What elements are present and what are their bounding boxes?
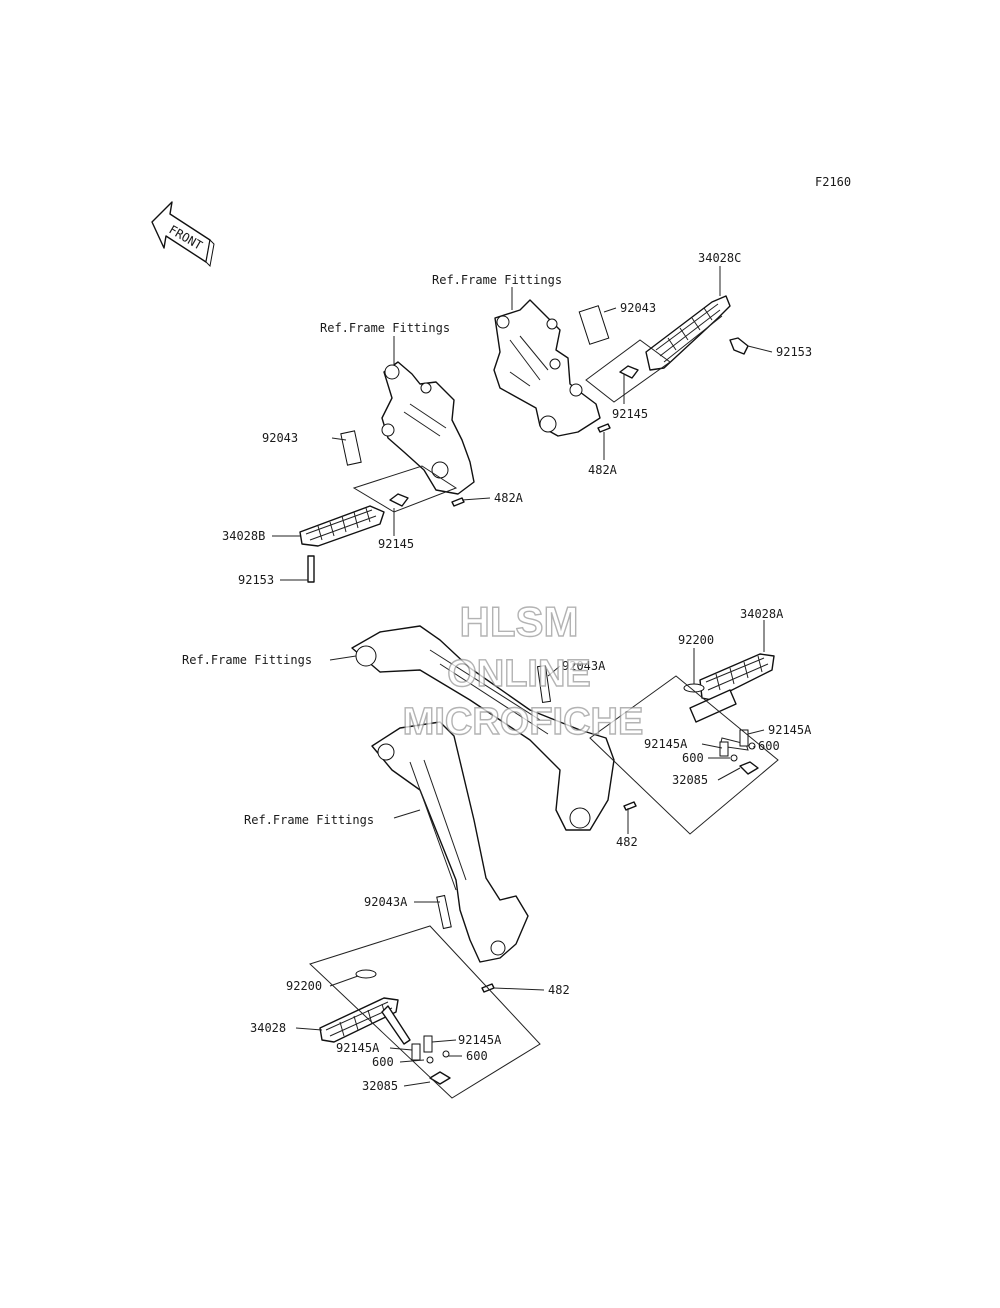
upper-right-footpeg-drawing <box>578 295 749 433</box>
label-92200-left: 92200 <box>286 979 322 993</box>
label-482-left: 482 <box>548 983 570 997</box>
label-92145A-left-1: 92145A <box>336 1041 380 1055</box>
label-ref-frame-fittings-upper-left: Ref.Frame Fittings <box>320 321 450 335</box>
watermark-line-2: ONLINE <box>447 653 591 695</box>
label-482A-right: 482A <box>588 463 618 477</box>
label-ref-frame-fittings-upper-right: Ref.Frame Fittings <box>432 273 562 287</box>
label-34028A: 34028A <box>740 607 784 621</box>
front-arrow-icon: FRONT <box>151 201 215 268</box>
label-600-right-1: 600 <box>682 751 704 765</box>
label-32085-right: 32085 <box>672 773 708 787</box>
label-34028: 34028 <box>250 1021 286 1035</box>
label-ref-frame-fittings-lower-right: Ref.Frame Fittings <box>182 653 312 667</box>
label-ref-frame-fittings-lower-left: Ref.Frame Fittings <box>244 813 374 827</box>
label-600-left-2: 600 <box>466 1049 488 1063</box>
watermark-line-3: MICROFICHE <box>403 701 644 743</box>
lower-right-assembly-box <box>589 675 779 835</box>
label-92200-right: 92200 <box>678 633 714 647</box>
label-92145-right: 92145 <box>612 407 648 421</box>
label-600-left-1: 600 <box>372 1055 394 1069</box>
label-92145A-left-2: 92145A <box>458 1033 502 1047</box>
watermark-line-1: HLSM <box>460 598 579 645</box>
label-92153-left: 92153 <box>238 573 274 587</box>
upper-left-bracket-drawing <box>381 361 475 495</box>
lower-left-footpeg-drawing <box>319 969 495 1085</box>
label-92043A-right: 92043A <box>562 659 606 673</box>
label-600-right-2: 600 <box>758 739 780 753</box>
leader-lines <box>272 266 773 1087</box>
upper-right-assembly-box <box>585 339 671 403</box>
label-92145A-right-2: 92145A <box>644 737 688 751</box>
label-34028C: 34028C <box>698 251 741 265</box>
lower-right-bracket-drawing <box>351 625 615 831</box>
label-92043-right: 92043 <box>620 301 656 315</box>
upper-left-assembly-box <box>352 465 458 513</box>
label-92043A-left: 92043A <box>364 895 408 909</box>
label-32085-left: 32085 <box>362 1079 398 1093</box>
label-34028B: 34028B <box>222 529 265 543</box>
label-92153-right: 92153 <box>776 345 812 359</box>
lower-left-assembly-box <box>309 925 541 1099</box>
lower-left-bracket-drawing <box>371 721 529 963</box>
label-92043-left: 92043 <box>262 431 298 445</box>
label-482A-left: 482A <box>494 491 524 505</box>
label-92145A-right-1: 92145A <box>768 723 812 737</box>
label-482-right: 482 <box>616 835 638 849</box>
figure-code: F2160 <box>815 175 851 189</box>
upper-right-bracket-drawing <box>493 299 601 437</box>
label-92145-left: 92145 <box>378 537 414 551</box>
upper-left-footpeg-drawing <box>299 430 465 583</box>
